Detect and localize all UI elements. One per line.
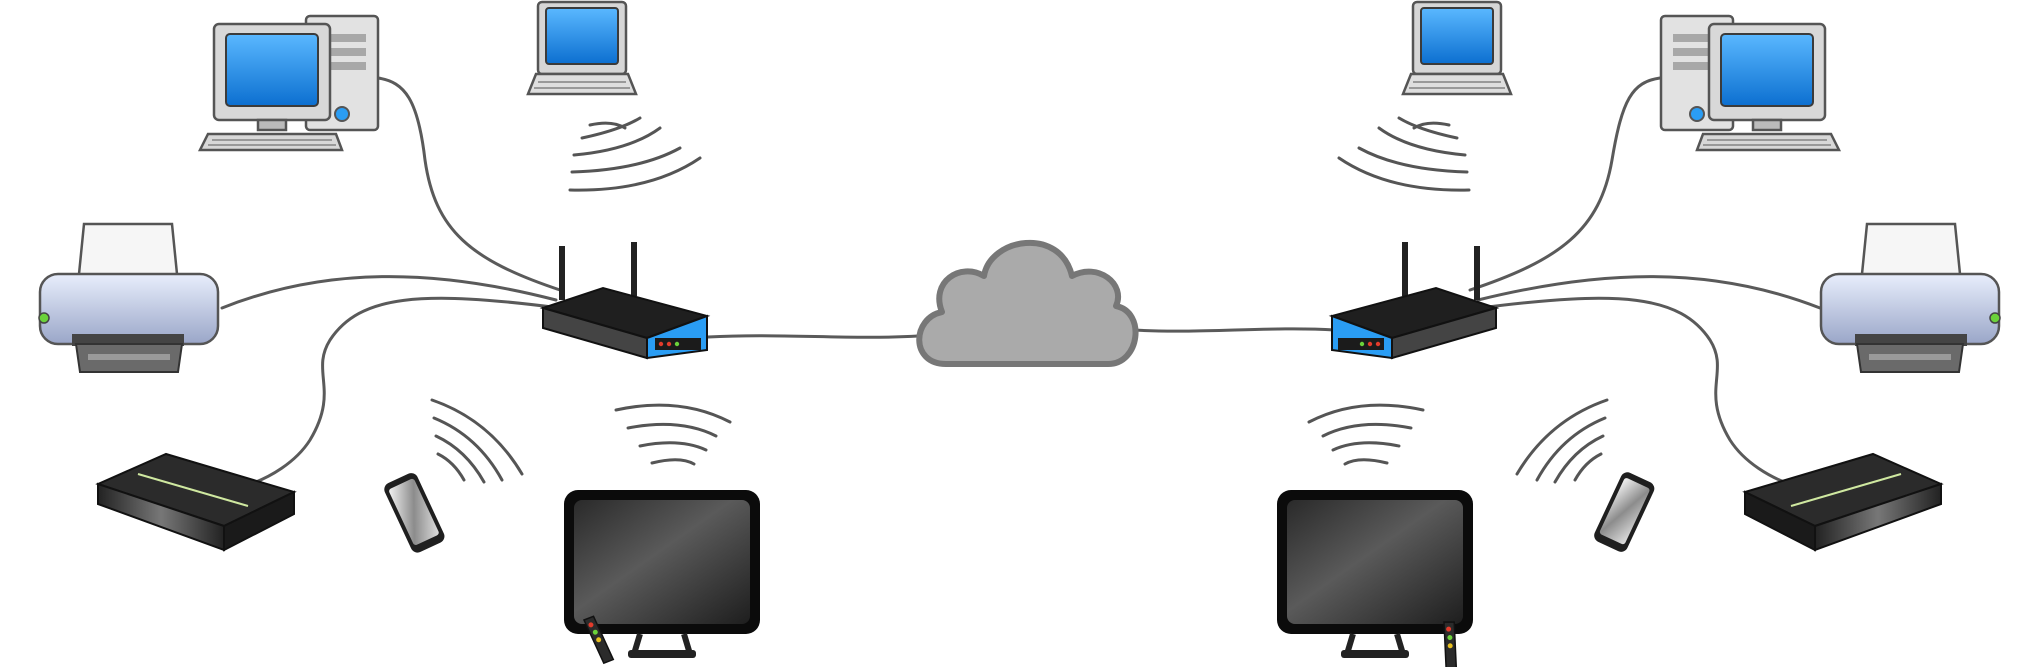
wire-router-left-cloud <box>706 334 920 339</box>
wifi-waves-tv-left <box>614 403 732 466</box>
wifi-waves-laptop-left <box>568 116 702 192</box>
game-console-icon <box>97 453 295 551</box>
television-icon <box>1277 490 1473 658</box>
laptop-icon <box>1401 0 1513 96</box>
wireless-waves-right <box>1307 116 1609 484</box>
wire-router-left-console <box>243 296 562 488</box>
wire-router-left-desktop <box>376 76 562 292</box>
cloud-icon <box>916 239 1139 367</box>
wire-router-right-desktop <box>1468 76 1662 292</box>
printer-icon <box>1819 222 2002 374</box>
wifi-waves-tv-right <box>1307 403 1425 466</box>
smartphone-icon <box>1591 470 1657 555</box>
wifi-waves-phone-right <box>1515 398 1609 484</box>
smartphone-icon <box>382 470 447 555</box>
wire-router-right-console <box>1478 296 1797 488</box>
wifi-waves-phone-left <box>430 398 524 484</box>
wire-router-right-cloud <box>1132 327 1337 333</box>
desktop-computer-icon <box>198 14 380 152</box>
game-console-icon <box>1744 453 1942 551</box>
wireless-waves-left <box>430 116 732 484</box>
wireless-router-icon <box>1331 241 1497 359</box>
wire-router-right-printer <box>1476 275 1822 310</box>
wire-router-left-printer <box>220 275 558 310</box>
printer-icon <box>37 222 220 374</box>
wired-links <box>220 76 1822 488</box>
desktop-computer-icon <box>1659 14 1841 152</box>
wireless-router-icon <box>542 241 708 359</box>
wifi-waves-laptop-right <box>1337 116 1471 192</box>
laptop-icon <box>526 0 638 96</box>
